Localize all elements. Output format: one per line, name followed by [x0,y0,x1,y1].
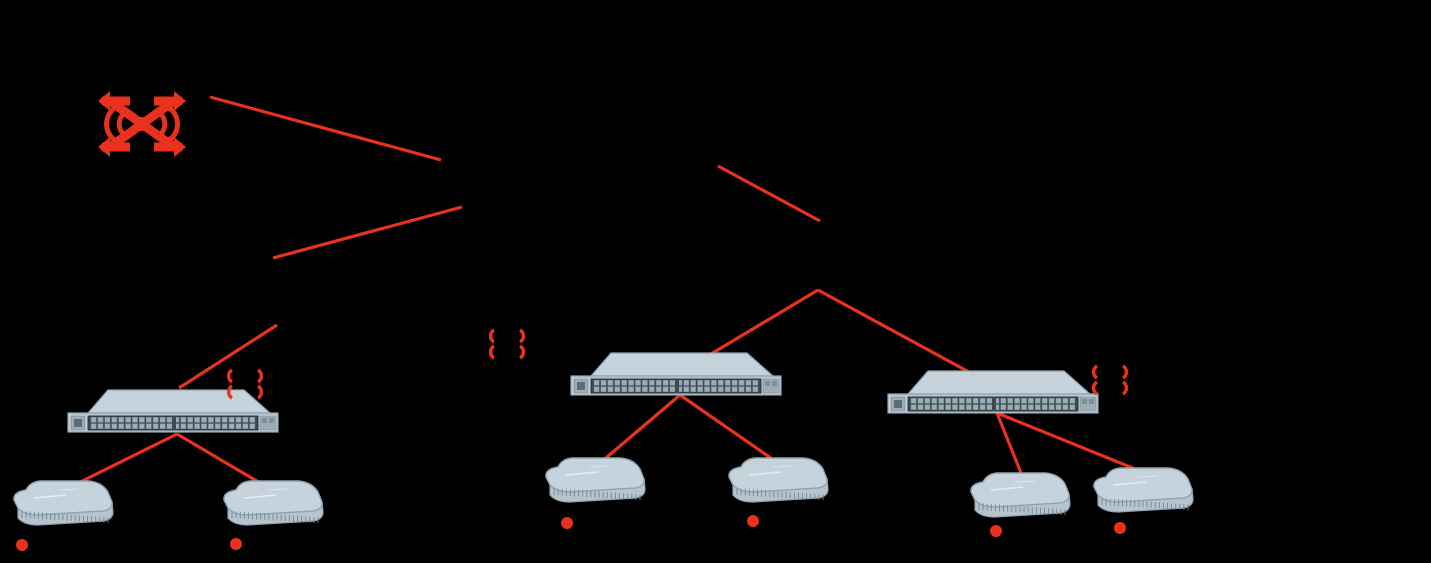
access-point-4[interactable] [723,455,833,513]
access-point-icon [218,478,328,536]
access-point-1[interactable] [8,478,118,536]
wireless-controller-icon [96,90,188,158]
access-point-icon [8,478,118,536]
status-dot-ap-2 [230,538,242,550]
access-point-3[interactable] [540,455,650,513]
network-switch-icon [880,366,1105,416]
signal-marker-center-gap [486,326,528,362]
link-switch2-to-ap3 [598,393,682,465]
link-switch3-to-ap6 [996,411,1146,475]
link-switch3-to-ap5 [995,412,1025,479]
access-point-6[interactable] [1088,465,1198,523]
access-switch-left[interactable] [60,385,285,435]
access-point-icon [1088,465,1198,523]
status-dot-ap-3 [561,517,573,529]
network-switch-icon [60,385,285,435]
link-core-to-distribution-a [272,205,463,260]
link-controller-to-core-a [209,95,442,162]
status-dot-ap-6 [1114,522,1126,534]
access-switch-center[interactable] [563,348,788,398]
access-point-icon [540,455,650,513]
signal-marker-left-switch [224,366,266,402]
link-core-to-distribution-b [717,164,821,223]
status-dot-ap-1 [16,539,28,551]
network-switch-icon [563,348,788,398]
access-point-2[interactable] [218,478,328,536]
status-dot-ap-5 [990,525,1002,537]
link-switch2-to-ap4 [679,393,779,465]
signal-marker-right-switch [1089,362,1131,398]
access-point-5[interactable] [965,470,1075,528]
access-switch-right[interactable] [880,366,1105,416]
access-point-icon [723,455,833,513]
status-dot-ap-4 [747,515,759,527]
access-point-icon [965,470,1075,528]
wireless-controller[interactable] [96,90,188,158]
